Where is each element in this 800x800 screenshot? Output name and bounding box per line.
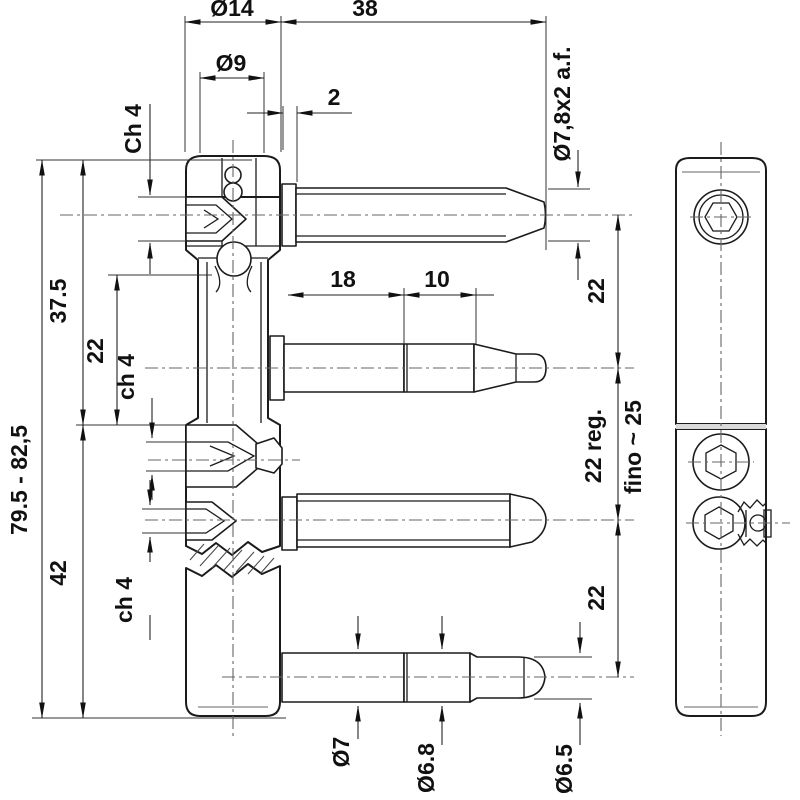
dim-label-d22-left: 22 bbox=[82, 338, 108, 364]
dim-label-d22-reg: 22 reg. bbox=[580, 409, 606, 483]
hex-socket-lower bbox=[185, 501, 237, 541]
dim-label-d10: 10 bbox=[424, 266, 450, 292]
dim-label-d68: Ø6.8 bbox=[413, 743, 439, 793]
dim-label-ch4-mid: ch 4 bbox=[113, 354, 139, 400]
dim-label-d38: 38 bbox=[352, 0, 378, 21]
dim-label-d375: 37.5 bbox=[45, 278, 71, 323]
dim-label-d7: Ø7 bbox=[328, 737, 354, 768]
dim-label-d795: 79.5 - 82,5 bbox=[6, 425, 32, 535]
dim-label-d22-r1: 22 bbox=[583, 278, 609, 304]
hex-socket-top bbox=[185, 196, 247, 242]
pin-second bbox=[269, 335, 547, 401]
dim-label-d2: 2 bbox=[328, 84, 341, 110]
adjuster-hex bbox=[185, 424, 283, 488]
dim-label-d14: Ø14 bbox=[210, 0, 254, 21]
dim-label-ch4-top: Ch 4 bbox=[120, 104, 146, 154]
dim-label-d65: Ø6.5 bbox=[551, 744, 577, 794]
side-body-lower bbox=[675, 428, 767, 717]
dim-label-d42: 42 bbox=[45, 560, 71, 586]
dim-label-d22-r2: 22 bbox=[583, 585, 609, 611]
dim-label-fino: fino ~ 25 bbox=[620, 400, 646, 494]
side-view bbox=[675, 157, 772, 717]
front-section-view bbox=[185, 155, 547, 717]
centerlines bbox=[60, 140, 790, 736]
section-break bbox=[676, 424, 766, 429]
dim-label-d18: 18 bbox=[330, 266, 356, 292]
dim-label-ch4-bot: ch 4 bbox=[111, 577, 137, 623]
dimensions: Ø14 38 Ø9 2 Ø7,8x2 a.f. Ch 4 79 bbox=[6, 0, 646, 794]
dim-label-d78: Ø7,8x2 a.f. bbox=[549, 46, 575, 161]
pin-third bbox=[281, 493, 547, 551]
dim-label-d9: Ø9 bbox=[216, 50, 247, 76]
